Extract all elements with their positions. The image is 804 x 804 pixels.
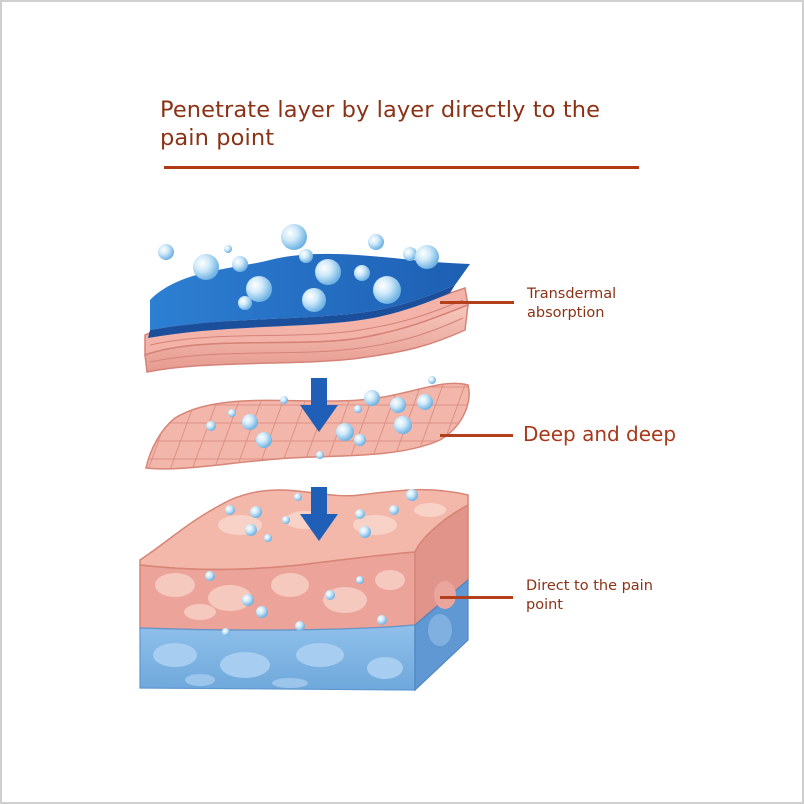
leader-line-transdermal xyxy=(440,301,514,304)
label-deep-and-deep: Deep and deep xyxy=(523,422,677,446)
deep-droplets xyxy=(205,489,418,636)
leader-line-pain-point xyxy=(440,596,513,599)
deep-tissue-block xyxy=(139,488,469,692)
down-arrow-icon xyxy=(300,487,338,541)
down-arrow-icon xyxy=(300,378,338,432)
middle-skin-layer xyxy=(145,382,470,470)
gel-droplet-icon xyxy=(158,224,439,312)
label-transdermal-absorption: Transdermal absorption xyxy=(527,286,617,321)
leader-line-deep xyxy=(440,434,513,437)
diagram-title: Penetrate layer by layer directly to the… xyxy=(160,97,601,151)
title-underline xyxy=(164,166,639,169)
label-direct-to-pain-point: Direct to the pain point xyxy=(526,578,653,613)
middle-droplets xyxy=(206,376,436,459)
